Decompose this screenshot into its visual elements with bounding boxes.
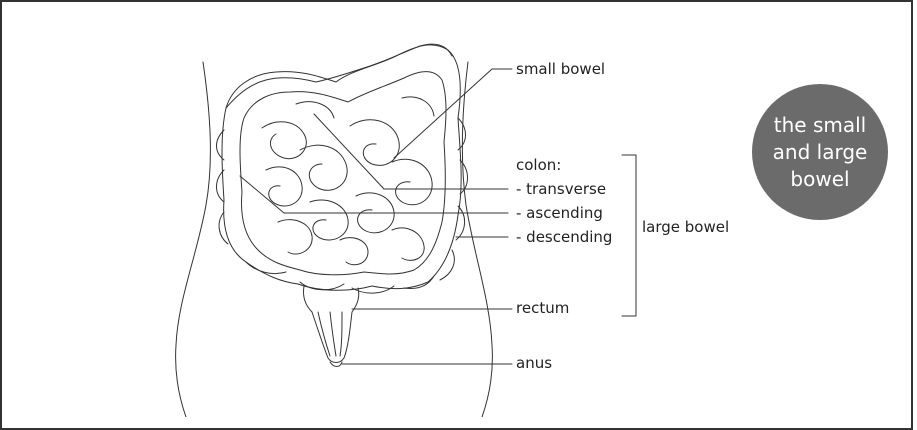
bowel-illustration (0, 0, 917, 417)
title-badge: the small and large bowel (752, 84, 888, 220)
label-small-bowel: small bowel (516, 60, 605, 78)
rectum-folds (318, 312, 342, 356)
title-line-2: and large (760, 139, 880, 166)
small-bowel-coils (262, 97, 434, 265)
pointer-ascending-diag (240, 176, 284, 213)
title-badge-text: the small and large bowel (760, 112, 880, 193)
label-large-bowel: large bowel (642, 218, 729, 236)
torso-left-outline (176, 62, 211, 417)
title-line-1: the small (760, 112, 880, 139)
label-transverse: - transverse (516, 180, 606, 198)
title-line-3: bowel (760, 166, 880, 193)
large-bowel-bracket (622, 155, 636, 316)
label-anus: anus (516, 354, 552, 372)
label-descending: - descending (516, 228, 612, 246)
colon-outline-inner (240, 72, 446, 275)
label-colon: colon: (516, 156, 561, 174)
label-rectum: rectum (516, 299, 569, 317)
pointer-transverse-diag (314, 114, 384, 189)
label-ascending: - ascending (516, 204, 603, 222)
